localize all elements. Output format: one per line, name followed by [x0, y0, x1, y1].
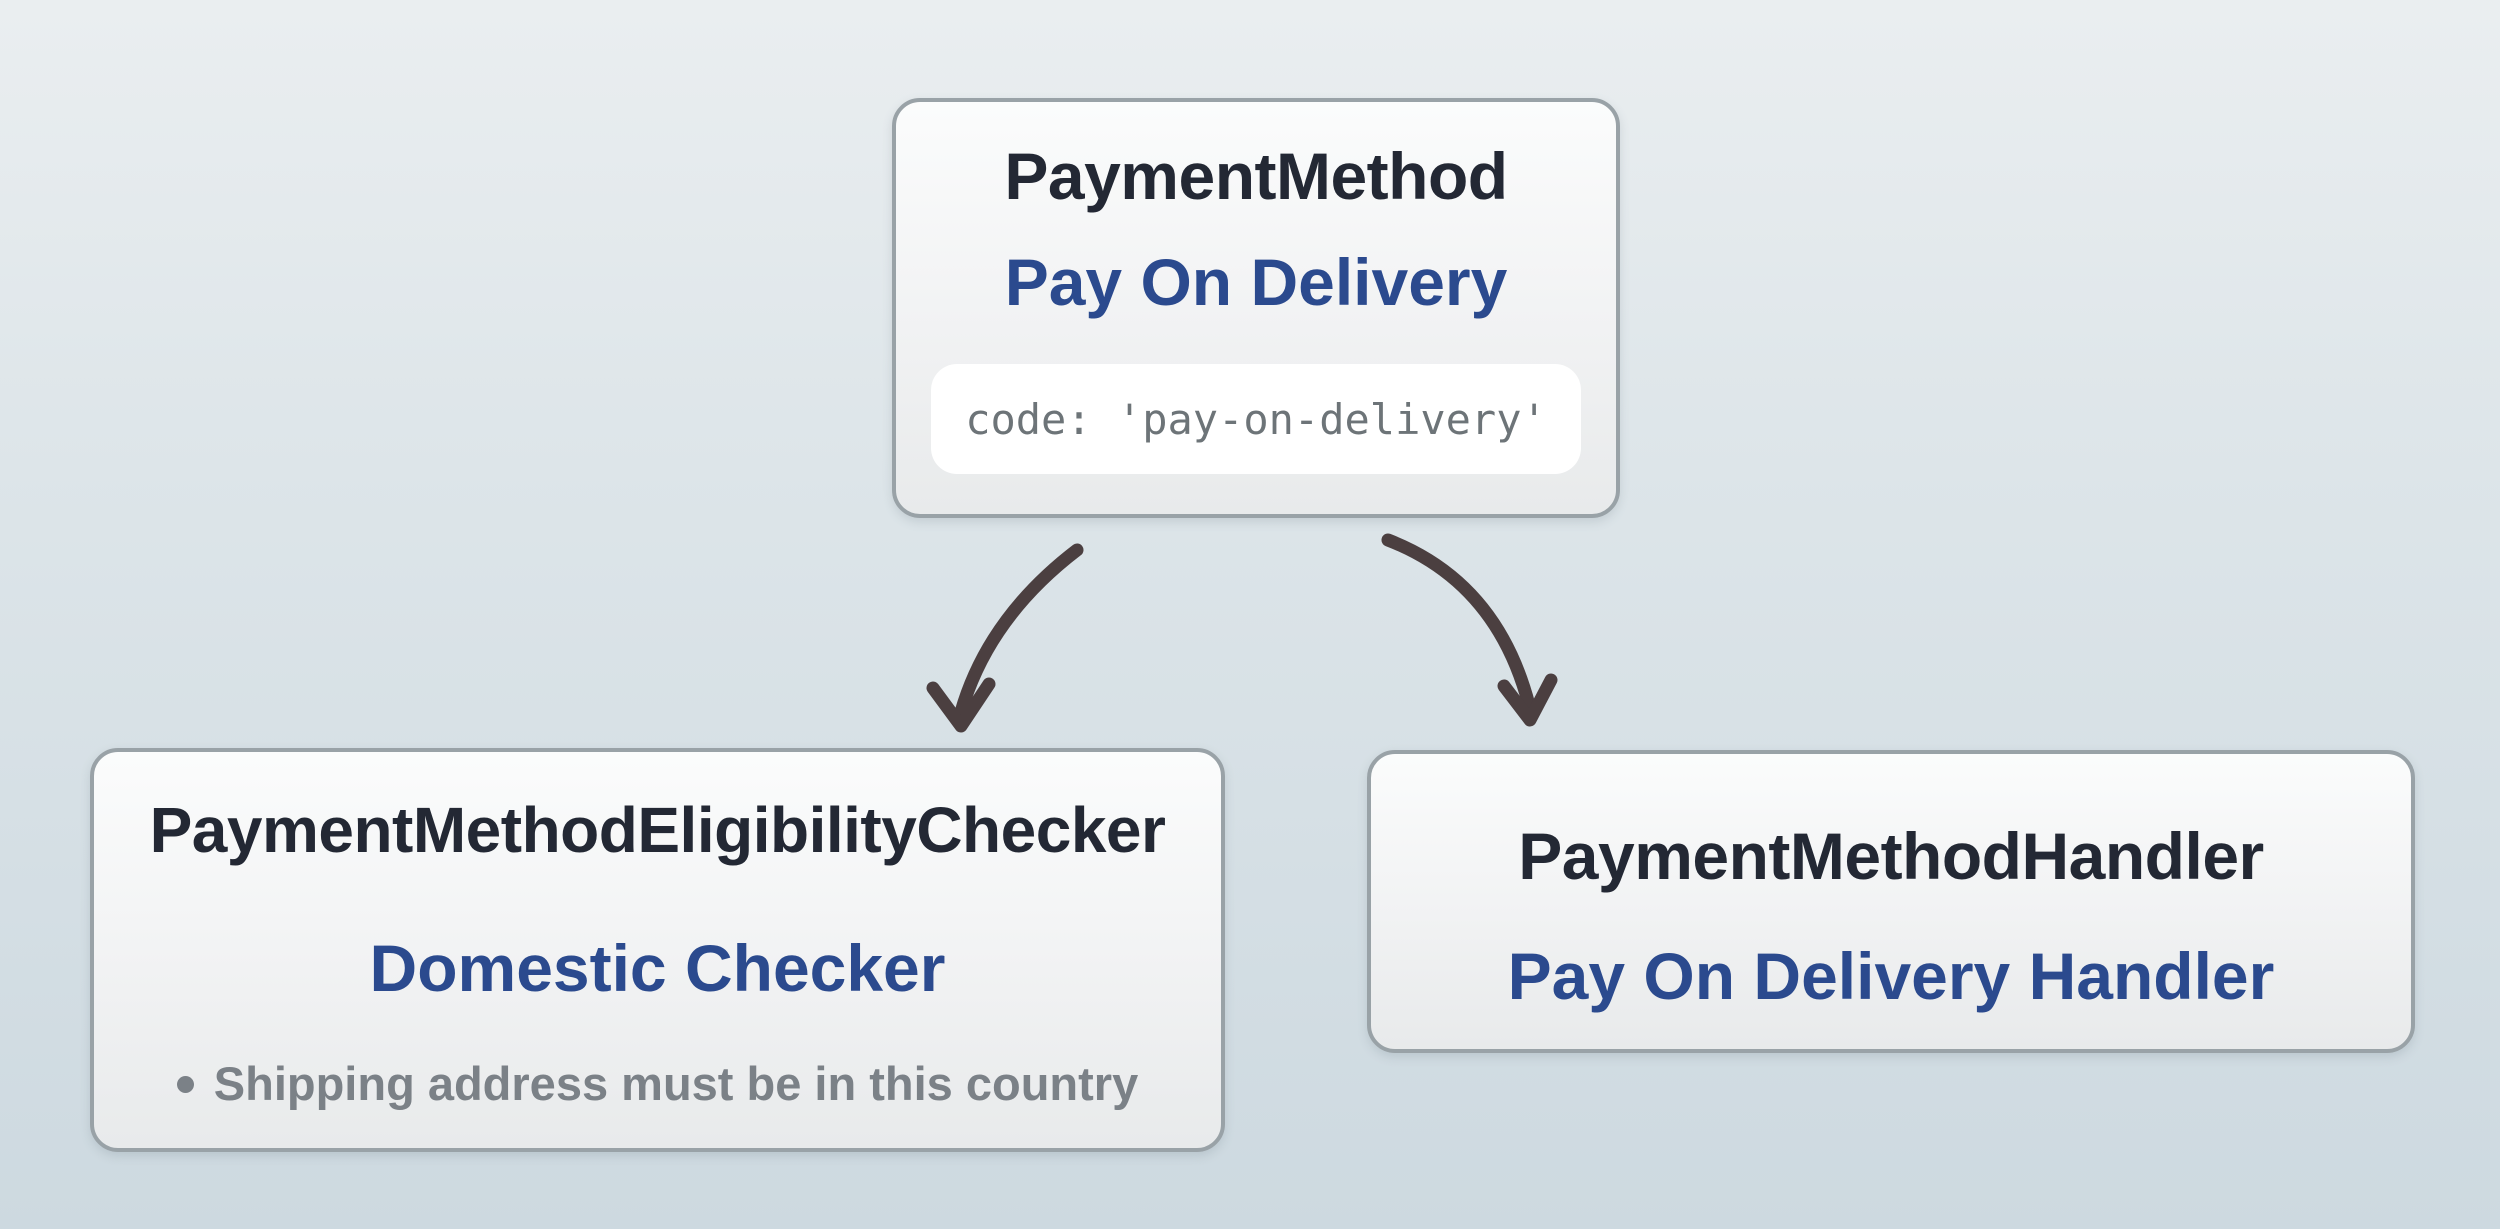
eligibility-rule-text: Shipping address must be in this country: [213, 1057, 1139, 1110]
payment-method-instance-name: Pay On Delivery: [1004, 245, 1508, 319]
eligibility-checker-class-name: PaymentMethodEligibilityChecker: [149, 794, 1166, 866]
eligibility-checker-node: PaymentMethodEligibilityChecker Domestic…: [90, 748, 1225, 1152]
payment-method-code-pill: code: 'pay-on-delivery': [931, 364, 1581, 474]
arrow-to-eligibility-checker: [954, 543, 1084, 719]
handler-instance-name: Pay On Delivery Handler: [1507, 939, 2275, 1013]
handler-class-name: PaymentMethodHandler: [1518, 819, 2264, 893]
payment-method-code: code: 'pay-on-delivery': [965, 394, 1547, 444]
bullet-icon: [176, 1075, 194, 1093]
arrow-group: [926, 533, 1558, 733]
eligibility-rule-item: Shipping address must be in this country: [176, 1056, 1139, 1112]
eligibility-checker-instance-name: Domestic Checker: [369, 931, 946, 1005]
arrow-to-eligibility-checker-arrowhead-icon: [926, 677, 996, 733]
arrow-to-handler: [1381, 533, 1536, 712]
payment-method-class-name: PaymentMethod: [1004, 139, 1508, 213]
arrow-to-handler-arrowhead-icon: [1497, 673, 1558, 727]
payment-method-node: PaymentMethod Pay On Delivery code: 'pay…: [892, 98, 1620, 518]
handler-node: PaymentMethodHandler Pay On Delivery Han…: [1367, 750, 2415, 1053]
